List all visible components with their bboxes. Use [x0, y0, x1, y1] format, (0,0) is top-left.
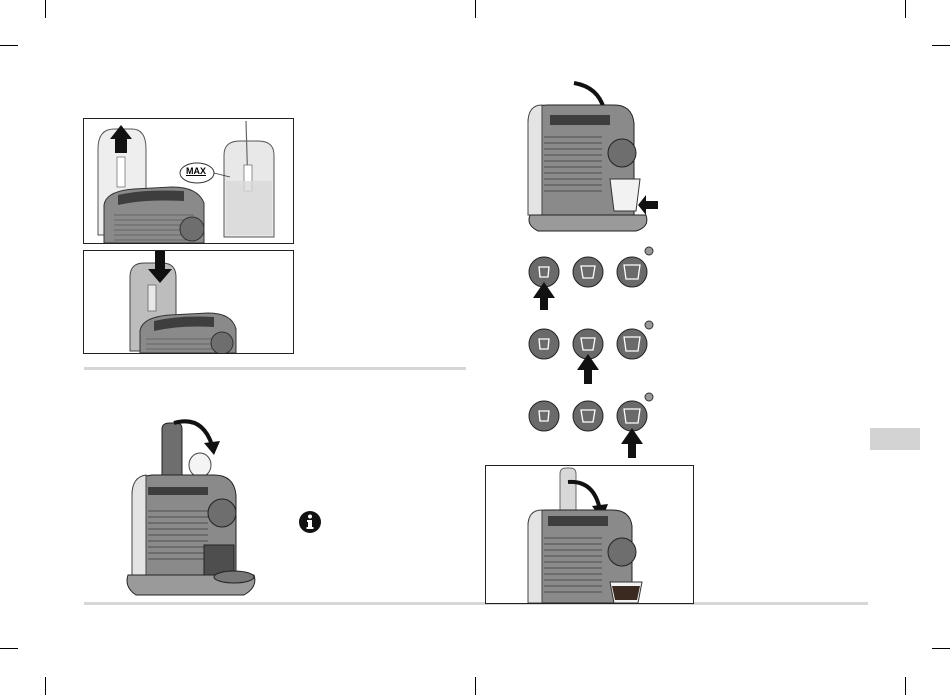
crop-mark — [475, 677, 476, 695]
crop-mark — [0, 45, 18, 46]
max-fill-label: MAX — [186, 166, 206, 176]
button-row-ristretto — [520, 246, 670, 316]
section-divider — [84, 367, 466, 370]
crop-mark — [905, 677, 906, 695]
info-icon-glyph — [298, 510, 322, 534]
crop-mark — [45, 0, 46, 18]
info-icon — [298, 510, 322, 534]
capsule-insert-illustration — [118, 415, 258, 600]
eject-capsule-illustration — [485, 465, 694, 604]
language-tab — [870, 428, 920, 450]
button-row-ristretto-drawing — [520, 246, 670, 316]
brew-prep-illustration — [510, 75, 660, 235]
button-row-lungo-drawing — [520, 392, 670, 458]
crop-mark — [932, 45, 950, 46]
water-tank-fill-illustration: MAX — [83, 118, 294, 244]
page-bottom-divider — [84, 602, 868, 605]
eject-capsule-drawing — [486, 466, 693, 603]
crop-mark — [45, 677, 46, 695]
brew-prep-drawing — [510, 75, 660, 235]
water-tank-fill-drawing — [84, 119, 293, 243]
water-tank-insert-drawing — [84, 251, 293, 353]
button-row-espresso-drawing — [520, 320, 670, 386]
crop-mark — [905, 0, 906, 18]
button-row-lungo — [520, 392, 670, 458]
crop-mark — [0, 648, 18, 649]
water-tank-insert-illustration — [83, 250, 294, 354]
capsule-insert-drawing — [118, 415, 258, 600]
crop-mark — [932, 648, 950, 649]
crop-mark — [475, 0, 476, 18]
button-row-espresso — [520, 320, 670, 386]
